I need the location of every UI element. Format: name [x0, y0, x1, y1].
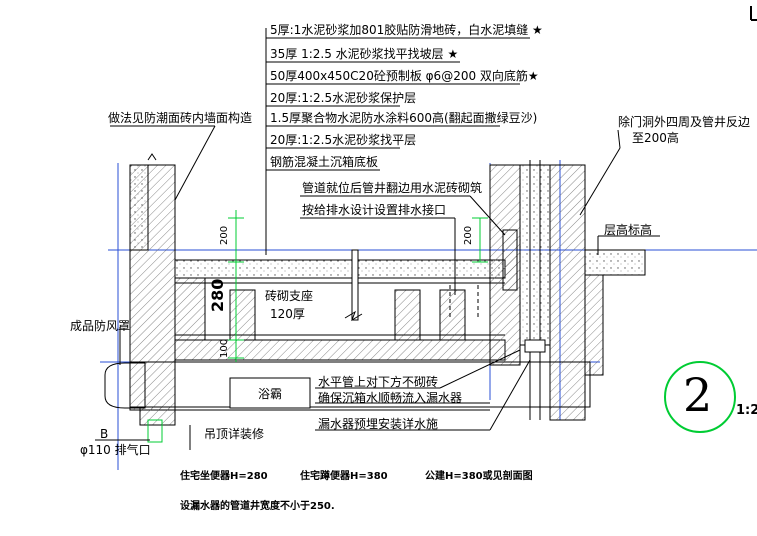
- drain-label: 漏水器预埋安装详水施: [318, 417, 439, 431]
- right-wall: [489, 160, 646, 421]
- water-pipe-label-2: 确保沉箱水顺畅流入漏水器: [318, 391, 463, 405]
- sunken-slab: [174, 259, 506, 361]
- bath-heater-label: 浴霸: [258, 387, 283, 401]
- brick-thickness-label: 120厚: [270, 307, 305, 321]
- door-outside-label-2: 至200高: [632, 131, 679, 145]
- public-height-note: 公建H=380或见剖面图: [425, 471, 533, 482]
- ceiling-label: 吊顶详装修: [204, 427, 265, 441]
- layer-note-4: 20厚:1:2.5水泥砂浆保护层: [270, 91, 417, 105]
- dimension-lines: [228, 210, 736, 433]
- layer-note-5: 1.5厚聚合物水泥防水涂料600高(翻起面撒绿豆沙): [270, 111, 538, 125]
- layer-note-1: 5厚:1水泥砂浆加801胶贴防滑地砖，白水泥填缝 ★: [270, 23, 543, 37]
- pipe-shaft-label-1: 管道就位后管井翻边用水泥砖砌筑: [302, 181, 483, 195]
- drain-pipe: [344, 249, 546, 353]
- ceiling-area: [104, 361, 591, 443]
- dim-280-label: 280: [208, 278, 227, 312]
- leader-lines: [95, 28, 660, 450]
- dim-100: 100: [219, 338, 230, 358]
- pipe-shaft-label-2: 按给排水设计设置排水接口: [302, 203, 447, 217]
- layer-note-3: 50厚400x450C20砼预制板 φ6@200 双向底筋★: [270, 69, 539, 83]
- dim-200-right: 200: [463, 225, 474, 245]
- seat-height-note: 住宅坐便器H=280: [180, 471, 268, 482]
- layer-note-6: 20厚:1:2.5水泥砂浆找平层: [270, 133, 417, 147]
- hood-label: 成品防风罩: [70, 319, 131, 333]
- water-pipe-label-1: 水平管上对下方不砌砖: [318, 375, 439, 389]
- layer-note-2: 35厚 1:2.5 水泥砂浆找平找坡层 ★: [270, 47, 459, 61]
- exhaust-label: φ110 排气口: [80, 443, 151, 457]
- squat-height-note: 住宅蹲便器H=380: [300, 471, 388, 482]
- scale-label: 1:2: [736, 403, 757, 418]
- dim-200-left: 200: [219, 225, 230, 245]
- left-wall: [129, 153, 176, 411]
- door-outside-label: 除门洞外四周及管井反边: [618, 115, 751, 129]
- brick-support-label: 砖砌支座: [265, 289, 314, 303]
- shaft-width-note: 设漏水器的管道井宽度不小于250.: [180, 501, 335, 512]
- b-mark-label: B: [100, 427, 109, 441]
- detail-number: 2: [683, 368, 713, 422]
- wall-method-label: 做法见防潮面砖内墙面构造: [108, 111, 253, 125]
- floor-level-label: 层高标高: [604, 223, 653, 237]
- layer-note-7: 钢筋混凝土沉箱底板: [270, 155, 379, 169]
